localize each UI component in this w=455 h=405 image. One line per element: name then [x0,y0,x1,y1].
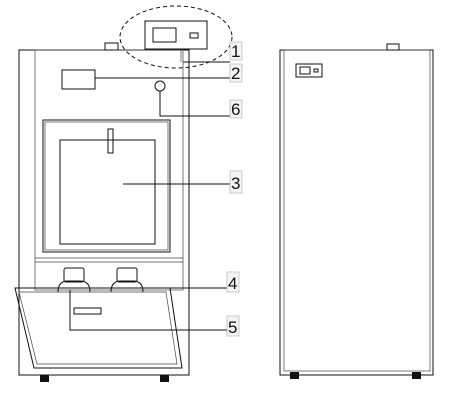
leader-5 [69,290,230,331]
chamber-window [59,139,156,245]
closed-control-panel [295,63,323,78]
top-vent [104,42,119,51]
cabinet-outer [18,49,190,376]
front-view-cabinet [14,5,233,382]
magnified-display-screen [152,27,177,43]
chamber-frame [42,119,171,253]
callout-3: 3 [231,174,240,193]
control-panel [61,69,96,90]
foot-left [40,375,49,382]
callout-2: 2 [231,64,240,83]
foot-right [160,375,169,382]
closed-cabinet-view [279,43,434,379]
leader-6 [159,91,230,117]
callout-5: 5 [228,318,237,337]
bottle-left [57,267,91,293]
chamber-frame-inner [44,121,169,251]
closed-display-screen [299,66,311,75]
closed-indicator [313,68,319,73]
leader-lines [69,61,230,331]
closed-top-vent [386,43,400,51]
magnified-control-panel [144,20,208,50]
magnified-detail-circle [119,5,233,69]
chamber-handle [107,128,114,154]
cabinet-inner [34,49,184,291]
callout-1: 1 [231,42,240,61]
closed-cabinet-outer [279,49,434,376]
open-door [14,287,183,369]
indicator-light [154,80,166,92]
closed-cabinet-inner [283,49,431,372]
bottle-right [110,267,144,293]
callout-6: 6 [231,100,240,119]
magnified-indicator [189,32,199,39]
door-handle-slot [73,307,102,315]
callout-4: 4 [228,274,237,293]
closed-foot-left [290,372,299,379]
closed-foot-right [412,372,421,379]
callout-labels: 1 2 6 3 4 5 [226,41,243,337]
